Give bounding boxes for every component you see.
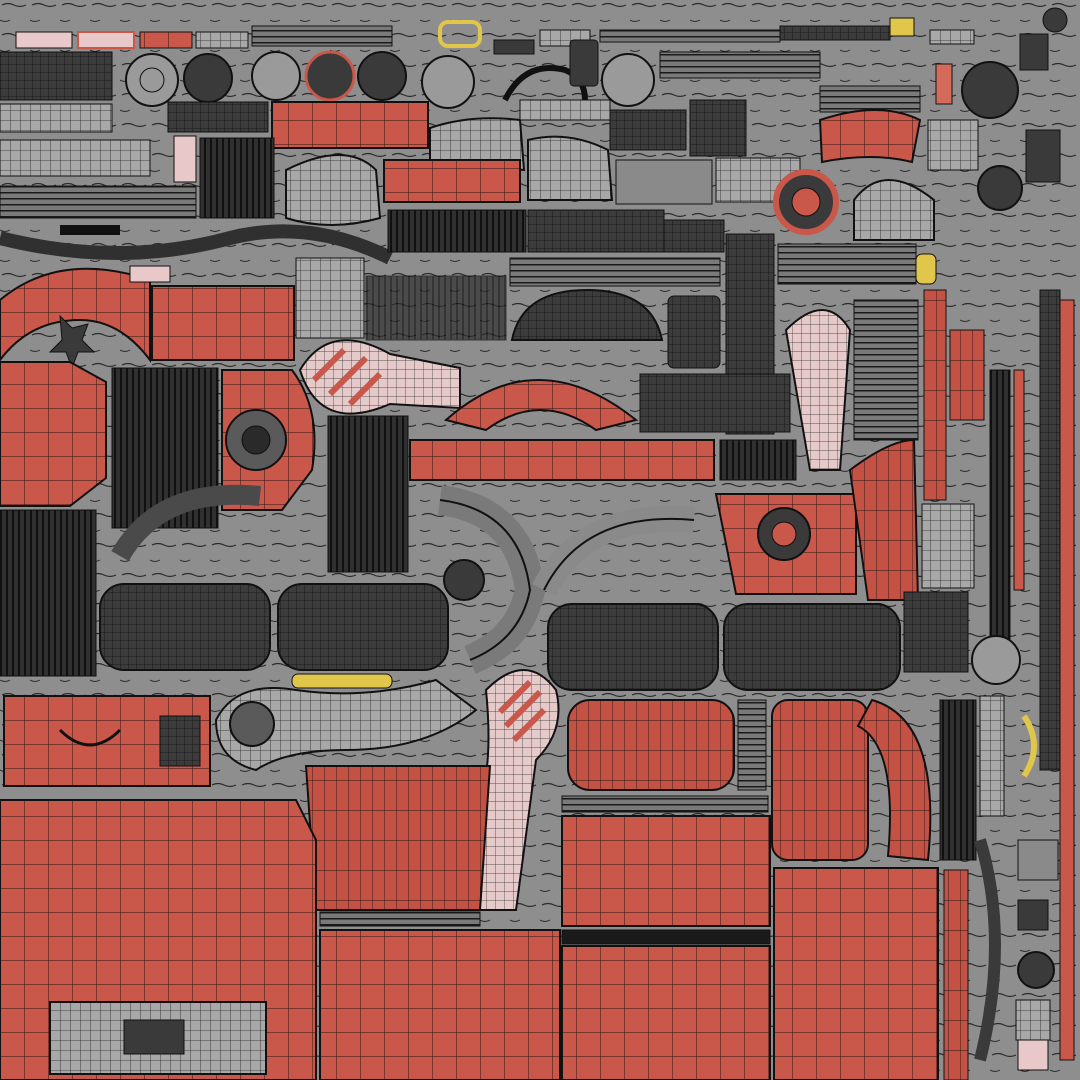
curved-cable — [0, 224, 394, 265]
red-rail-edge — [1059, 299, 1075, 1061]
red-panel-bottom-center — [561, 945, 771, 1080]
dark-cylinder-2 — [277, 583, 449, 671]
red-strip-vert-2 — [949, 329, 985, 421]
top-strip-shells — [15, 7, 1068, 55]
dark-cylinders — [719, 439, 797, 481]
red-bucket — [304, 765, 492, 911]
dark-panel-right — [903, 591, 969, 673]
dark-panel-top — [167, 101, 269, 133]
grey-sq-right — [927, 119, 979, 171]
red-barrel-2 — [771, 699, 869, 861]
red-arch-left — [0, 267, 151, 363]
red-strip-vert — [923, 289, 947, 501]
red-panel-top — [271, 101, 429, 149]
dark-slats — [639, 373, 791, 433]
red-semicircle — [443, 379, 639, 432]
pink-handle-right — [784, 309, 852, 471]
red-thin-strip-bottom — [943, 869, 969, 1080]
dark-cylinder-3 — [547, 603, 719, 691]
pink-tab-2 — [129, 265, 171, 283]
red-block-left-mid — [0, 361, 107, 507]
dark-strip-lower-right — [939, 699, 977, 861]
pink-tab — [173, 135, 197, 183]
grey-strip-mid — [509, 257, 721, 287]
red-bowl — [383, 159, 521, 203]
grey-dome-2 — [527, 135, 614, 201]
red-barrel — [567, 699, 735, 791]
dark-cylinder-4 — [723, 603, 901, 691]
dark-stripe-block-left — [0, 509, 97, 677]
dark-cup — [667, 295, 721, 369]
grey-arch-mid — [295, 257, 365, 339]
grey-hose — [214, 678, 478, 772]
grey-block-left-2 — [0, 139, 151, 177]
dark-rail-right — [1039, 289, 1061, 771]
yellow-slot — [291, 673, 393, 689]
dark-cylinder-1 — [99, 583, 271, 671]
dark-small — [609, 109, 687, 151]
dark-sunburst — [510, 288, 664, 341]
star-hub — [48, 314, 96, 370]
dark-strip-right — [989, 369, 1011, 651]
red-curved-panel — [848, 438, 920, 601]
grey-arch-right — [853, 179, 935, 241]
grey-box — [615, 159, 713, 205]
dark-grid-mid-2 — [663, 219, 725, 253]
grey-block-left — [0, 103, 113, 133]
wheel-shells — [0, 33, 1049, 119]
yellow-tab — [915, 253, 937, 285]
dark-stripe-column-2 — [327, 415, 409, 573]
grey-dome-1 — [285, 154, 382, 226]
red-arc-strip — [856, 698, 932, 862]
red-panel-bottom-mid — [319, 929, 561, 1080]
red-panel-center — [561, 815, 771, 927]
grey-strip-right — [777, 243, 917, 285]
grey-panel-right — [921, 503, 975, 589]
dark-stripes-mid — [387, 209, 527, 253]
red-long-bar — [409, 439, 715, 481]
grey-strip-left — [0, 185, 197, 219]
dark-tab-right — [1025, 129, 1061, 183]
red-panel-left — [151, 285, 295, 361]
red-panel-bottom-right — [773, 867, 939, 1080]
red-fan-top-right — [818, 109, 922, 164]
dark-stripe-block — [199, 137, 275, 219]
grey-arc-mid-left — [111, 484, 261, 562]
grey-small — [519, 99, 611, 121]
grey-stripes-mid — [365, 275, 507, 341]
grey-strip-lower-right — [979, 695, 1005, 817]
dark-grid-mid — [527, 209, 665, 253]
grey-strip-vert — [853, 299, 919, 441]
dark-small-2 — [689, 99, 747, 157]
thin-red-strip — [1013, 369, 1025, 591]
